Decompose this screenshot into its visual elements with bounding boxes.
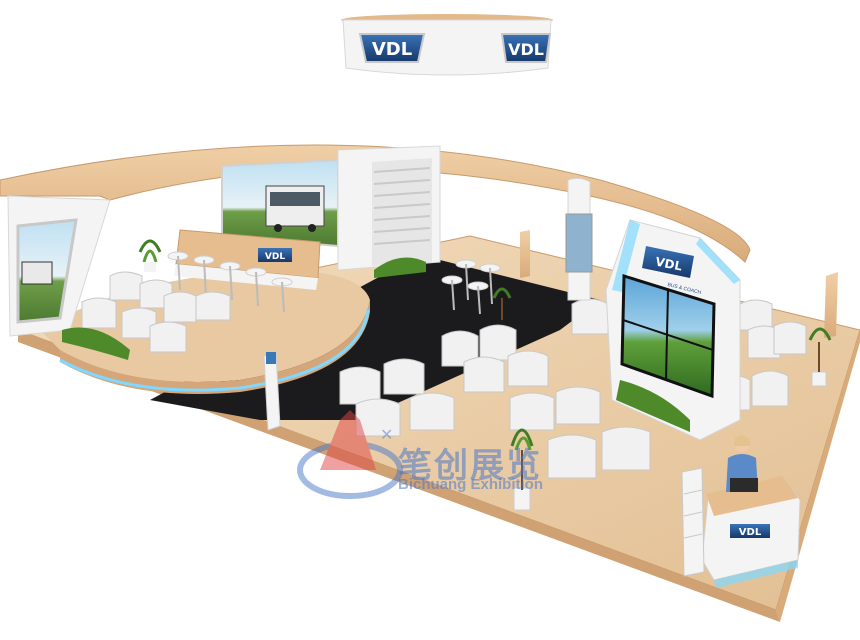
reception-desk [701, 476, 801, 588]
sign-logo-left-text: VDL [372, 39, 412, 60]
left-wall [7, 195, 111, 337]
sign-logo-right [500, 33, 552, 63]
pillar-poster [565, 177, 593, 301]
sign-logo-right-text: VDL [508, 40, 544, 59]
feature-wall [605, 219, 741, 441]
receptionist-figure [726, 435, 758, 492]
sign-logo-left [358, 33, 426, 63]
counter-logo-text: VDL [265, 252, 285, 262]
canopy-arc [0, 144, 751, 263]
hanging-sign [341, 14, 553, 76]
watermark-english-text: Bichuang Exhibition [398, 476, 543, 493]
brochure-rack [681, 467, 705, 577]
watermark-logo-mark: ✕ [297, 410, 403, 499]
feature-wall-logo-text: VDL [654, 255, 683, 274]
potted-plants [62, 239, 832, 511]
svg-text:✕: ✕ [380, 427, 393, 444]
storage-tower [337, 145, 441, 278]
accent-columns [520, 230, 838, 338]
watermark-chinese-text: 笔创展览 [398, 446, 542, 486]
bar-stools-back [441, 259, 501, 315]
video-wall-screen [620, 273, 716, 399]
lounge-chairs-left [81, 271, 231, 353]
desk-logo-text: VDL [739, 527, 762, 538]
bar-stools-left [167, 251, 293, 313]
back-photo-wall [221, 158, 339, 248]
lounge-chairs-center [339, 298, 651, 479]
info-kiosk [263, 351, 281, 431]
